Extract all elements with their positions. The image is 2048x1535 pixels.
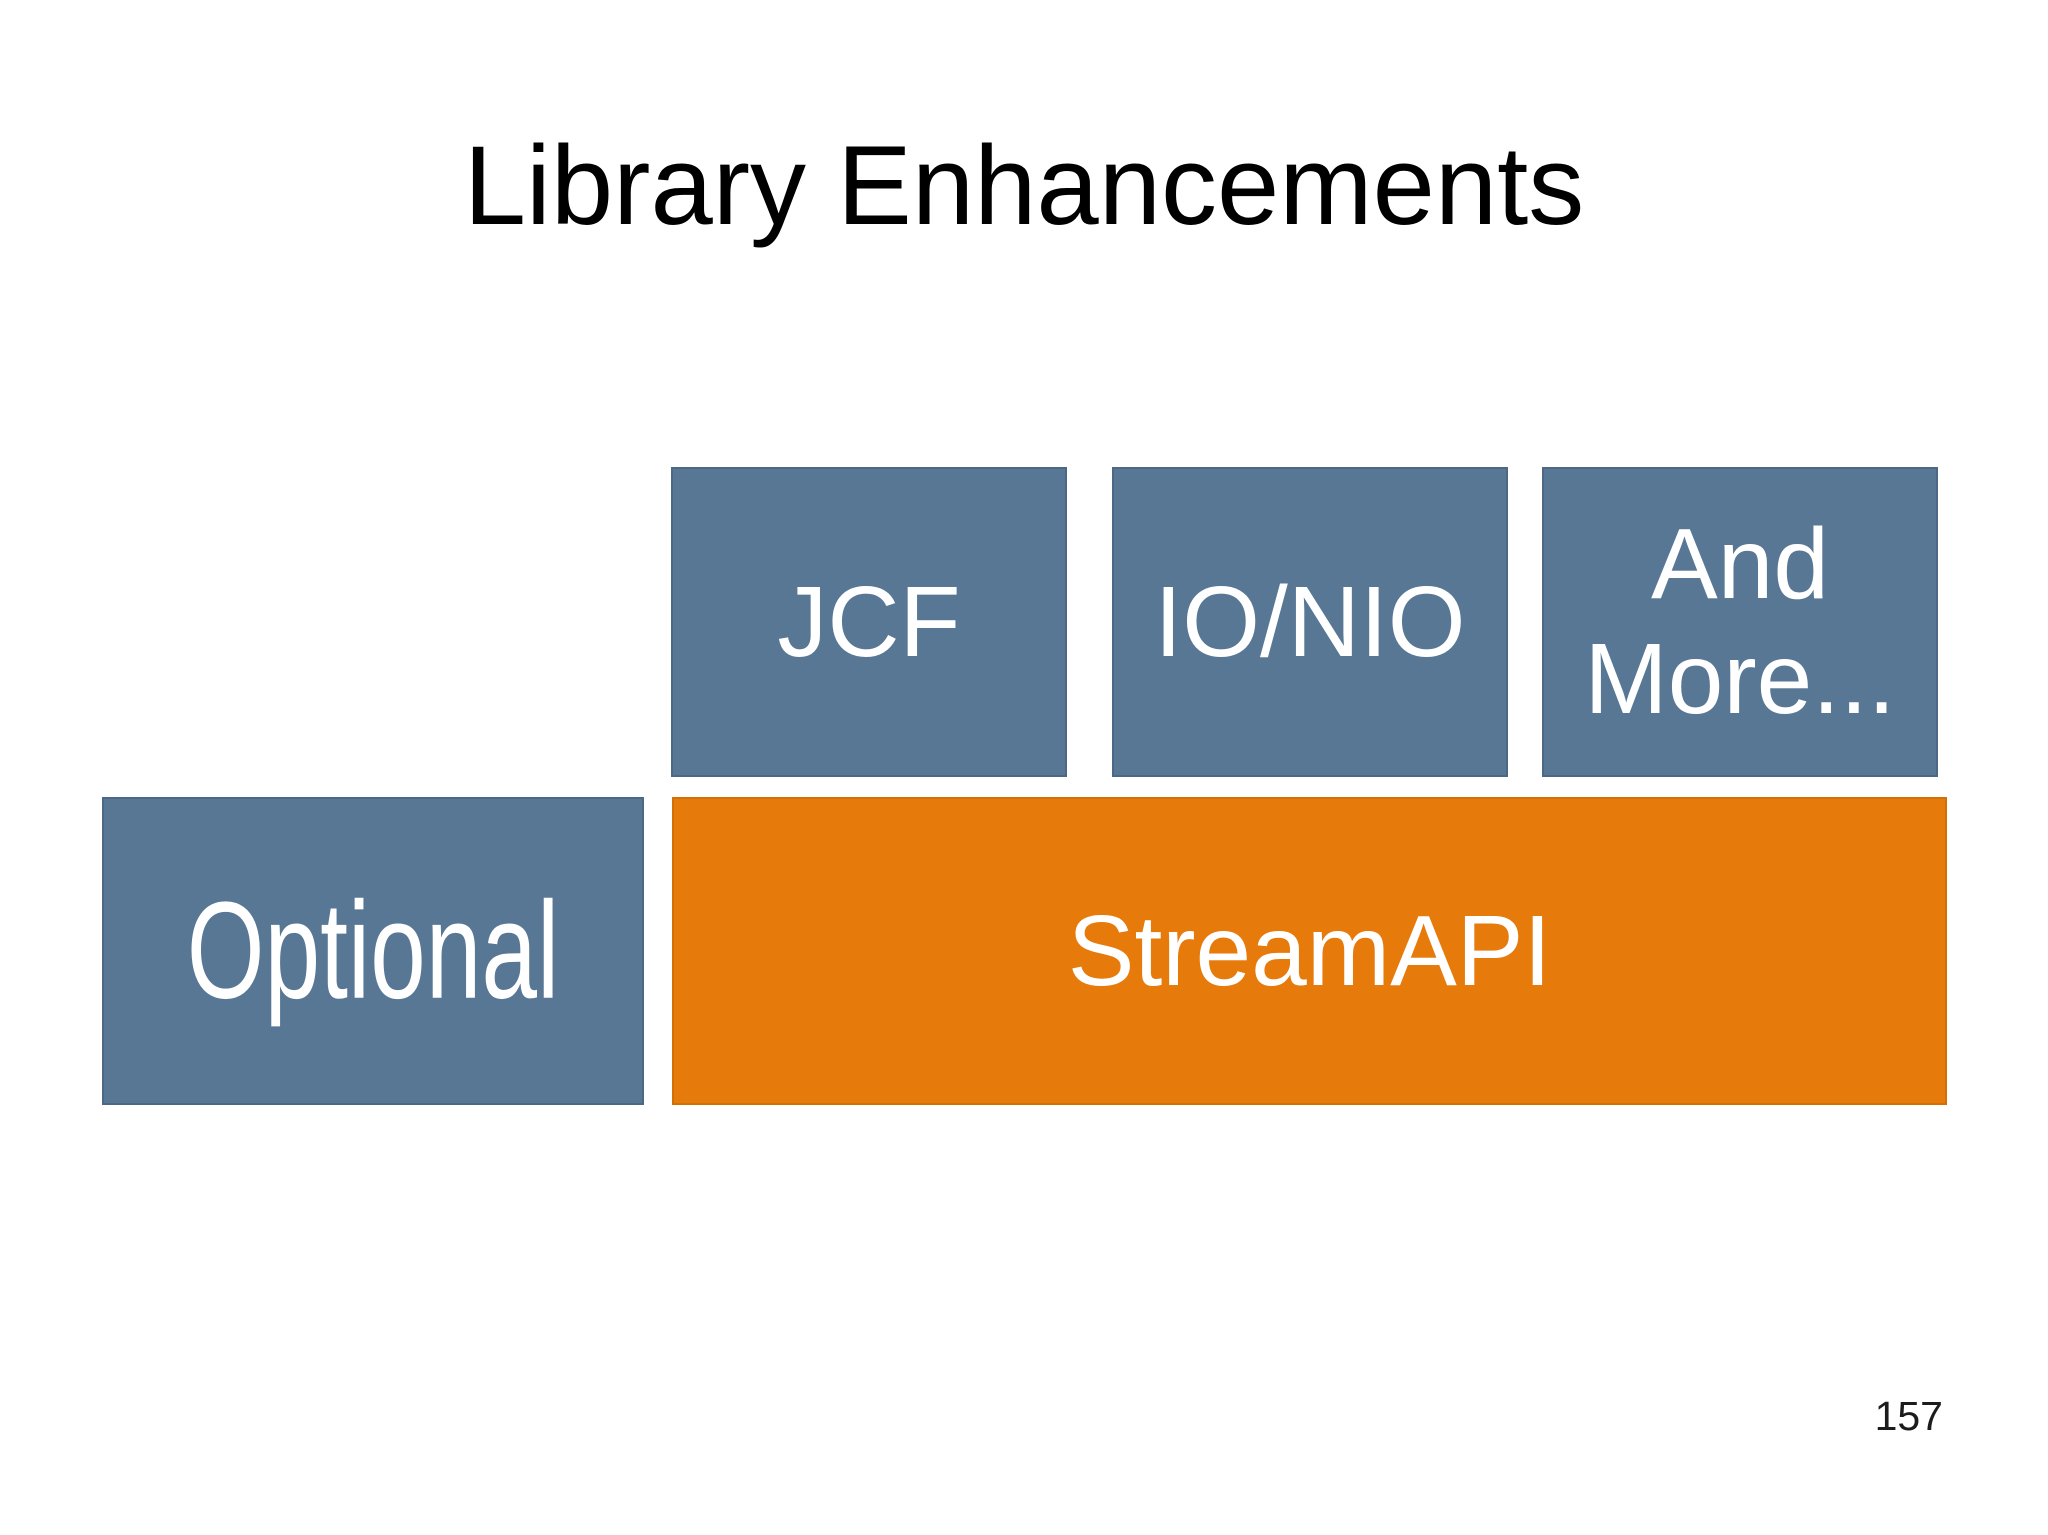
box-and-more-label: And More...	[1584, 508, 1896, 735]
box-io-nio-label: IO/NIO	[1154, 565, 1466, 678]
box-stream-api-label: StreamAPI	[1067, 894, 1552, 1007]
box-optional-label: Optional	[186, 873, 560, 1028]
box-jcf: JCF	[671, 467, 1067, 777]
page-number: 157	[1874, 1393, 1943, 1439]
box-and-more: And More...	[1542, 467, 1938, 777]
box-stream-api: StreamAPI	[672, 797, 1947, 1105]
box-jcf-label: JCF	[777, 565, 961, 678]
box-io-nio: IO/NIO	[1112, 467, 1508, 777]
box-optional: Optional	[102, 797, 644, 1105]
slide-title: Library Enhancements	[463, 123, 1585, 248]
